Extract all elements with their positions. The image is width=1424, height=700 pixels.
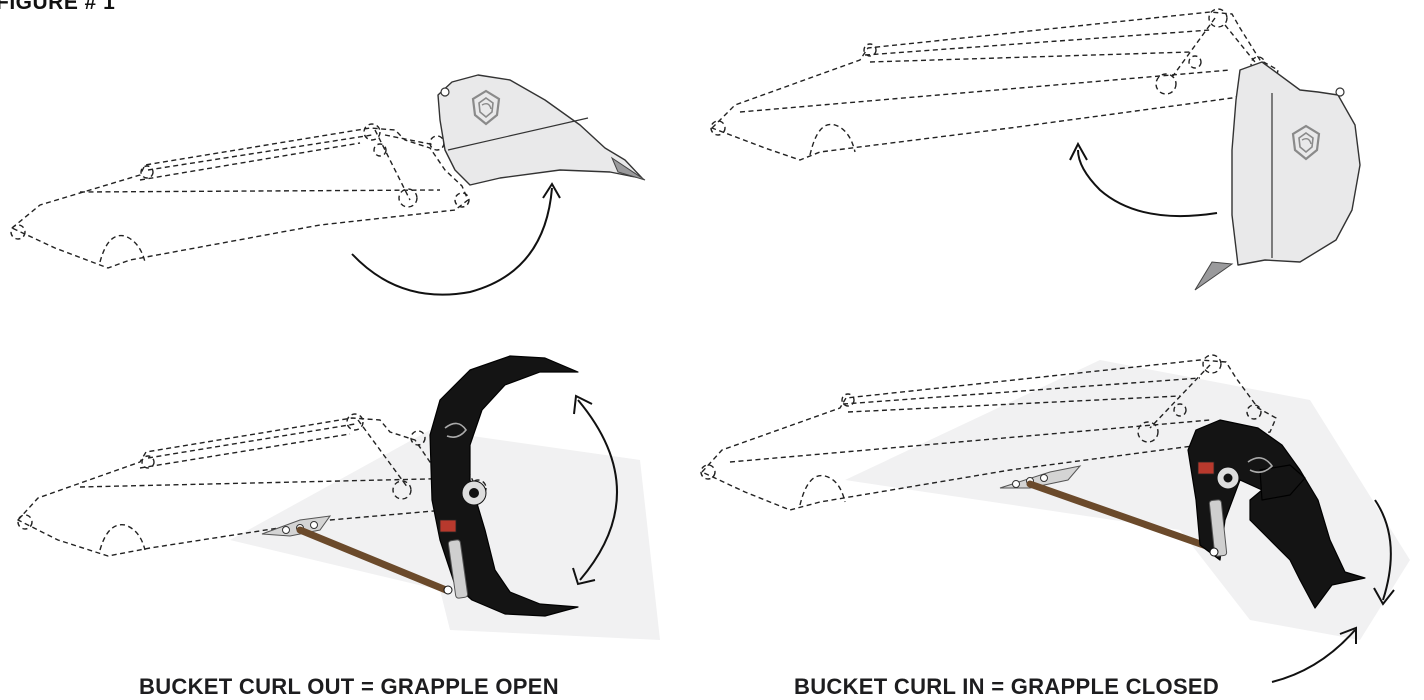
diagram-bucket-curl-in xyxy=(711,9,1360,290)
diagram-grapple-closed xyxy=(701,355,1410,682)
excavator-arm-dashed xyxy=(11,124,469,268)
curved-arrow-icon xyxy=(1078,150,1217,216)
curved-arrow-icon xyxy=(1272,630,1355,682)
bucket xyxy=(1195,62,1360,290)
excavator-arm-dashed xyxy=(711,9,1278,160)
curved-arrow-icon xyxy=(352,188,552,295)
diagram-grapple-open xyxy=(18,356,660,640)
caption-curl-in: BUCKET CURL IN = GRAPPLE CLOSED xyxy=(794,674,1219,700)
diagram-bucket-curl-out xyxy=(11,75,645,295)
bucket xyxy=(438,75,645,185)
caption-curl-out: BUCKET CURL OUT = GRAPPLE OPEN xyxy=(139,674,559,700)
